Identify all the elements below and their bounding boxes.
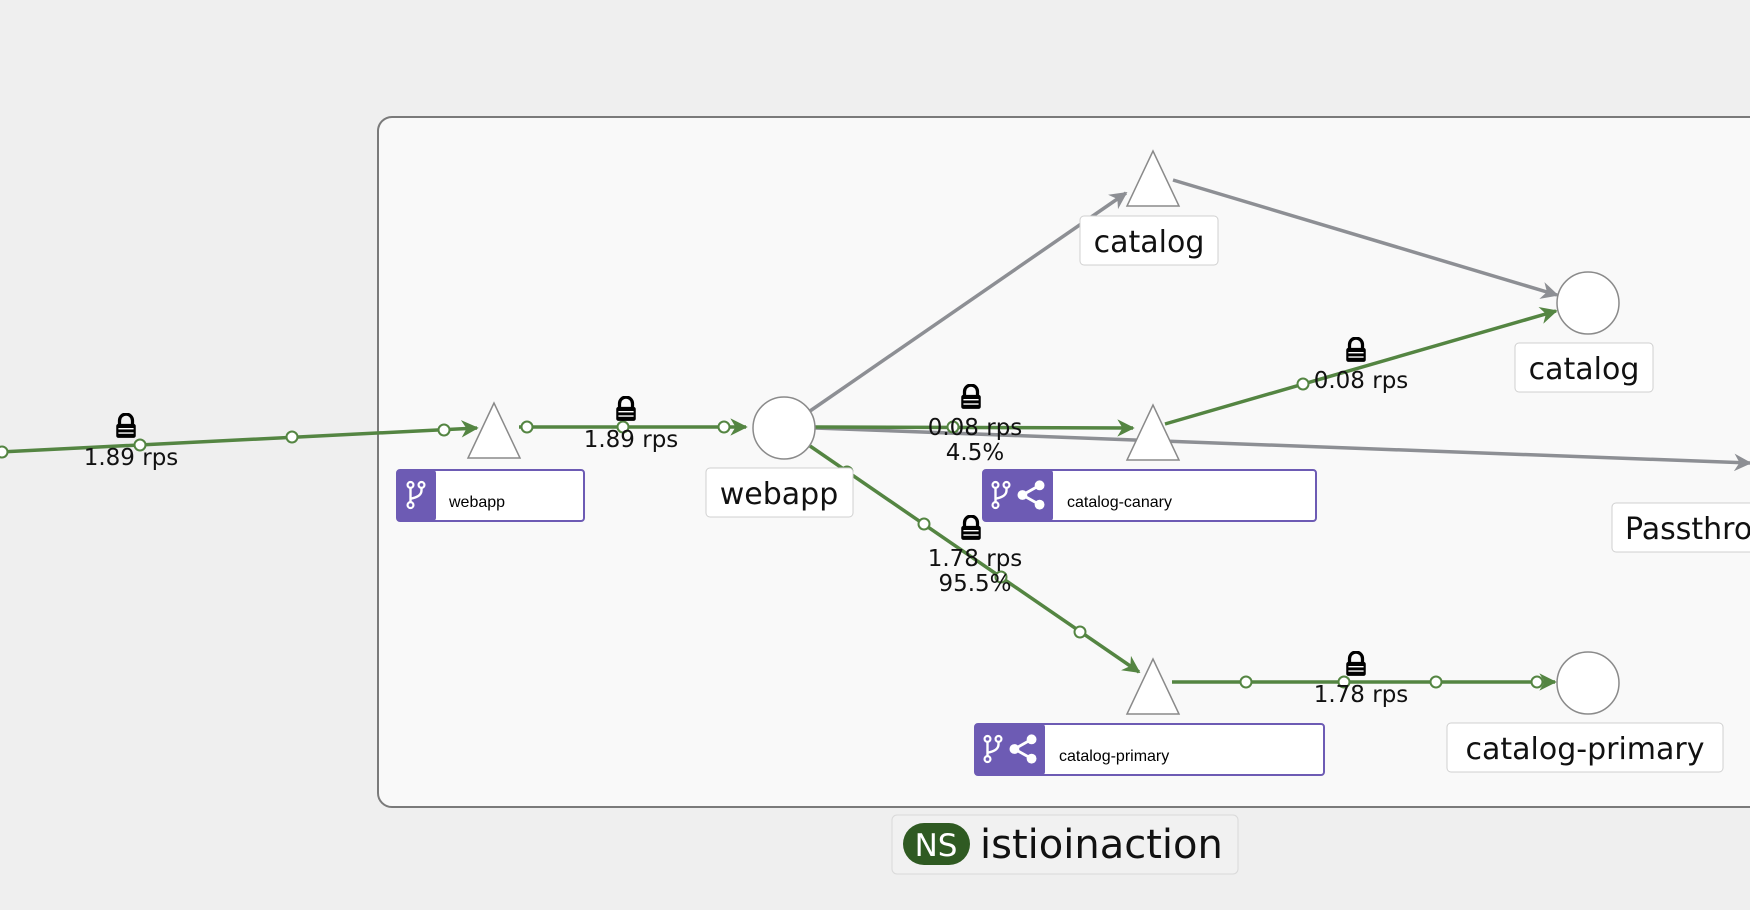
webapp-workload-node[interactable]: [752, 396, 816, 460]
traffic-dot: [1530, 675, 1544, 689]
catalog-service-node[interactable]: [1125, 149, 1181, 207]
label-webapp-service[interactable]: webapp: [396, 469, 585, 522]
label-catalog-workload[interactable]: catalog: [1514, 342, 1654, 393]
edge-webapp-service-to-workload[interactable]: [519, 418, 748, 436]
traffic-dot: [133, 438, 147, 452]
edge-catalog-canary-to-catalog[interactable]: [1164, 306, 1558, 426]
label-text: catalog: [1529, 352, 1640, 387]
label-text: catalog-primary: [1466, 732, 1705, 767]
namespace-badge: [903, 823, 970, 865]
namespace-badge-text: NS: [915, 828, 958, 864]
edge-catalog-service-to-catalog-workload[interactable]: [1172, 178, 1559, 299]
traffic-dot: [437, 423, 451, 437]
catalog-workload-node[interactable]: [1556, 271, 1620, 335]
edge-label-rps: 1.78 rps: [928, 546, 1023, 572]
traffic-dot: [917, 517, 931, 531]
traffic-dot: [946, 420, 960, 434]
label-catalog-primary[interactable]: catalog-primary: [974, 723, 1325, 776]
edge-label-percent: 95.5%: [938, 571, 1011, 597]
traffic-dot: [717, 420, 731, 434]
label-text: catalog-primary: [1059, 748, 1169, 765]
catalog-primary-version-node[interactable]: [1125, 657, 1181, 715]
traffic-dot: [285, 430, 299, 444]
label-catalog-primary-workload[interactable]: catalog-primary: [1446, 722, 1724, 773]
traffic-dot: [616, 420, 630, 434]
label-text: catalog: [1094, 225, 1205, 260]
namespace-name: istioinaction: [980, 822, 1223, 868]
traffic-dot: [1337, 675, 1351, 689]
traffic-dot: [520, 420, 534, 434]
label-webapp-workload[interactable]: webapp: [705, 467, 854, 518]
label-text: webapp: [720, 477, 839, 512]
label-text: webapp: [448, 494, 505, 511]
edge-webapp-to-passthrough[interactable]: [814, 426, 1750, 472]
label-text: catalog-canary: [1067, 494, 1172, 511]
label-catalog-canary[interactable]: catalog-canary: [982, 469, 1317, 522]
edge-webapp-to-catalog-canary[interactable]: [814, 419, 1135, 437]
traffic-dot: [994, 570, 1008, 584]
edge-label-rps: 1.89 rps: [84, 445, 179, 471]
edge-label-percent: 4.5%: [946, 440, 1004, 466]
traffic-dot: [1296, 377, 1310, 391]
edge-label-rps: 0.08 rps: [928, 415, 1023, 441]
traffic-dot: [1073, 625, 1087, 639]
edge-webapp-to-catalog-primary[interactable]: [809, 444, 1141, 674]
edge-label-rps: 0.08 rps: [1314, 368, 1409, 394]
label-text: Passthro: [1625, 512, 1750, 547]
traffic-dot: [1429, 675, 1443, 689]
namespace-box: [377, 116, 1750, 808]
webapp-service-node[interactable]: [466, 401, 522, 459]
traffic-dot: [1239, 675, 1253, 689]
edge-label-rps: 1.89 rps: [584, 427, 679, 453]
edge-webapp-to-catalog-service[interactable]: [809, 191, 1128, 413]
catalog-primary-workload-node[interactable]: [1556, 651, 1620, 715]
edge-catalog-primary-to-workload[interactable]: [1172, 673, 1557, 691]
catalog-canary-version-node[interactable]: [1125, 403, 1181, 461]
namespace-label[interactable]: NS istioinaction: [891, 814, 1239, 875]
lock-icon: [114, 413, 138, 439]
edge-ingress-to-webapp[interactable]: [0, 420, 479, 459]
label-passthrough[interactable]: Passthro: [1611, 502, 1750, 553]
label-catalog-service[interactable]: catalog: [1079, 215, 1219, 266]
traffic-dot: [0, 445, 9, 459]
edge-label-rps: 1.78 rps: [1314, 682, 1409, 708]
